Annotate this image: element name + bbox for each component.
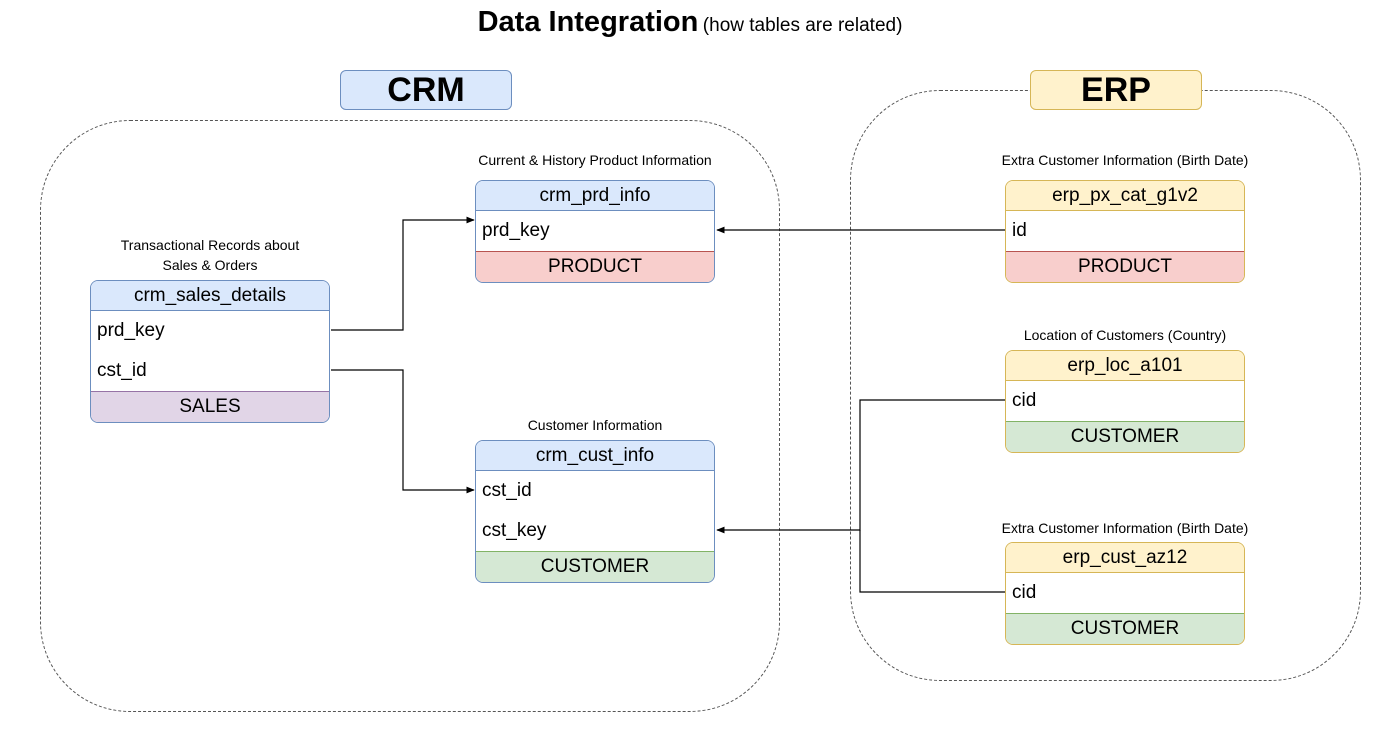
title-subtitle: (how tables are related) <box>702 15 903 36</box>
table-erp-px-cat-g1v2[interactable]: erp_px_cat_g1v2 id PRODUCT <box>1005 180 1245 283</box>
table-crm-cust-info[interactable]: crm_cust_info cst_id cst_key CUSTOMER <box>475 440 715 583</box>
title-main: Data Integration <box>477 6 699 38</box>
table-header: crm_prd_info <box>476 181 714 211</box>
crm-container <box>40 120 780 712</box>
table-category-product: PRODUCT <box>1006 251 1244 282</box>
field-id: id <box>1012 220 1027 241</box>
field-cid: cid <box>1012 390 1037 411</box>
loc-a101-description: Location of Customers (Country) <box>1023 327 1227 343</box>
table-header: crm_cust_info <box>476 441 714 471</box>
table-header: crm_sales_details <box>91 281 329 311</box>
table-crm-sales-details[interactable]: crm_sales_details prd_key cst_id SALES <box>90 280 330 423</box>
sales-details-description-line1: Transactional Records about <box>120 237 300 253</box>
table-erp-cust-az12[interactable]: erp_cust_az12 cid CUSTOMER <box>1005 542 1245 645</box>
sales-details-description: Transactional Records about Sales & Orde… <box>90 235 330 275</box>
field-cst-key: cst_key <box>482 520 547 541</box>
table-header: erp_loc_a101 <box>1006 351 1244 381</box>
link-cust-az12-to-cust-info <box>859 530 1006 593</box>
table-category-product: PRODUCT <box>476 251 714 282</box>
field-cst-id: cst_id <box>482 480 532 501</box>
field-cst-id: cst_id <box>97 360 147 381</box>
field-cid: cid <box>1012 582 1037 603</box>
crm-group-label: CRM <box>340 70 512 110</box>
table-category-customer: CUSTOMER <box>1006 613 1244 644</box>
link-sales-to-cust-info <box>331 369 475 494</box>
table-category-sales: SALES <box>91 391 329 422</box>
px-cat-description: Extra Customer Information (Birth Date) <box>1001 152 1249 168</box>
table-header: erp_cust_az12 <box>1006 543 1244 573</box>
diagram-title: Data Integration (how tables are related… <box>0 6 1380 39</box>
table-header: erp_px_cat_g1v2 <box>1006 181 1244 211</box>
link-sales-to-prd-info <box>331 216 475 331</box>
prd-info-description: Current & History Product Information <box>478 152 712 168</box>
link-loc-a101-to-cust-info <box>716 399 1006 534</box>
cust-info-description: Customer Information <box>527 417 663 433</box>
sales-details-description-line2: Sales & Orders <box>162 257 258 273</box>
table-category-customer: CUSTOMER <box>476 551 714 582</box>
table-erp-loc-a101[interactable]: erp_loc_a101 cid CUSTOMER <box>1005 350 1245 453</box>
cust-az12-description: Extra Customer Information (Birth Date) <box>1001 520 1249 536</box>
field-prd-key: prd_key <box>97 320 165 341</box>
field-prd-key: prd_key <box>482 220 550 241</box>
erp-group-label: ERP <box>1030 70 1202 110</box>
table-crm-prd-info[interactable]: crm_prd_info prd_key PRODUCT <box>475 180 715 283</box>
table-category-customer: CUSTOMER <box>1006 421 1244 452</box>
